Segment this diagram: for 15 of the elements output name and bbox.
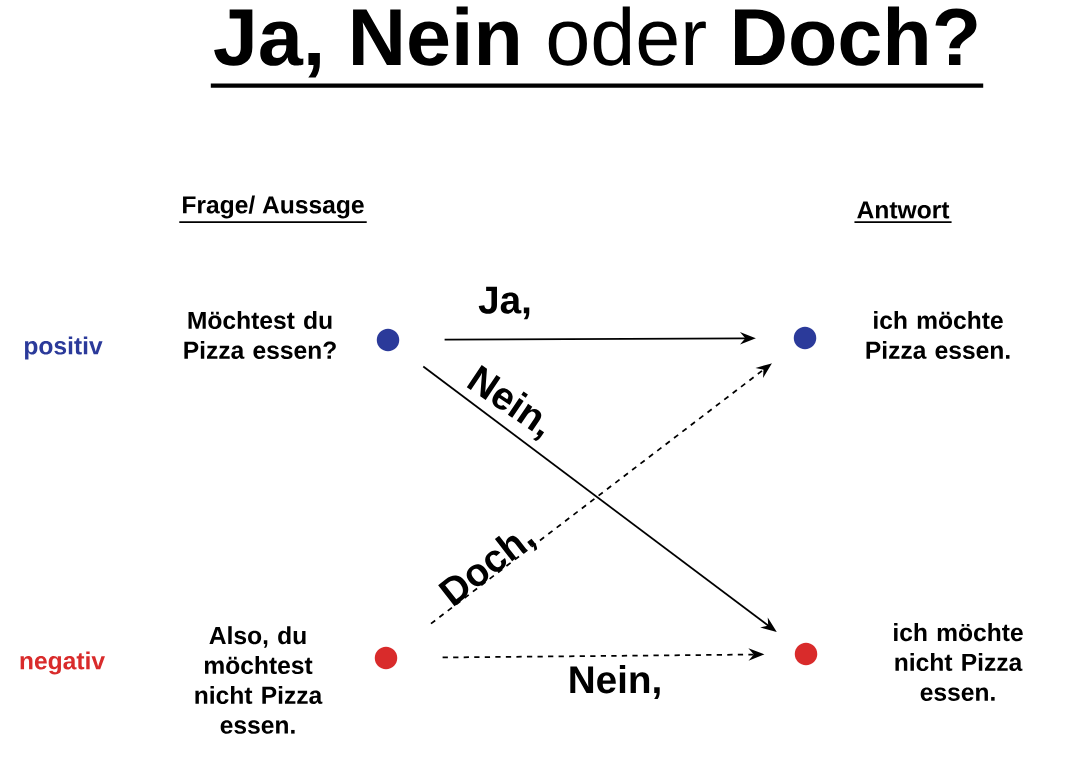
column-heading: Frage/ Aussage <box>178 195 368 223</box>
row-label: positiv <box>25 336 103 360</box>
statement-text: ich möchte nicht Pizza essen. <box>894 623 1023 701</box>
statement-text: ich möchte Pizza essen. <box>866 311 1010 359</box>
edge-label: Nein, <box>570 665 660 699</box>
dot <box>374 646 398 670</box>
column-heading: Antwort <box>853 201 953 224</box>
statement-text: Also, du möchtest nicht Pizza essen. <box>195 626 323 734</box>
edge-label: Ja, <box>478 286 530 320</box>
dot <box>376 328 400 352</box>
title: Ja, Nein oder Doch? <box>210 6 984 88</box>
row-label: negativ <box>20 651 105 675</box>
dot <box>794 642 818 666</box>
dot <box>793 326 817 350</box>
statement-text: Möchtest du Pizza essen? <box>184 311 336 359</box>
